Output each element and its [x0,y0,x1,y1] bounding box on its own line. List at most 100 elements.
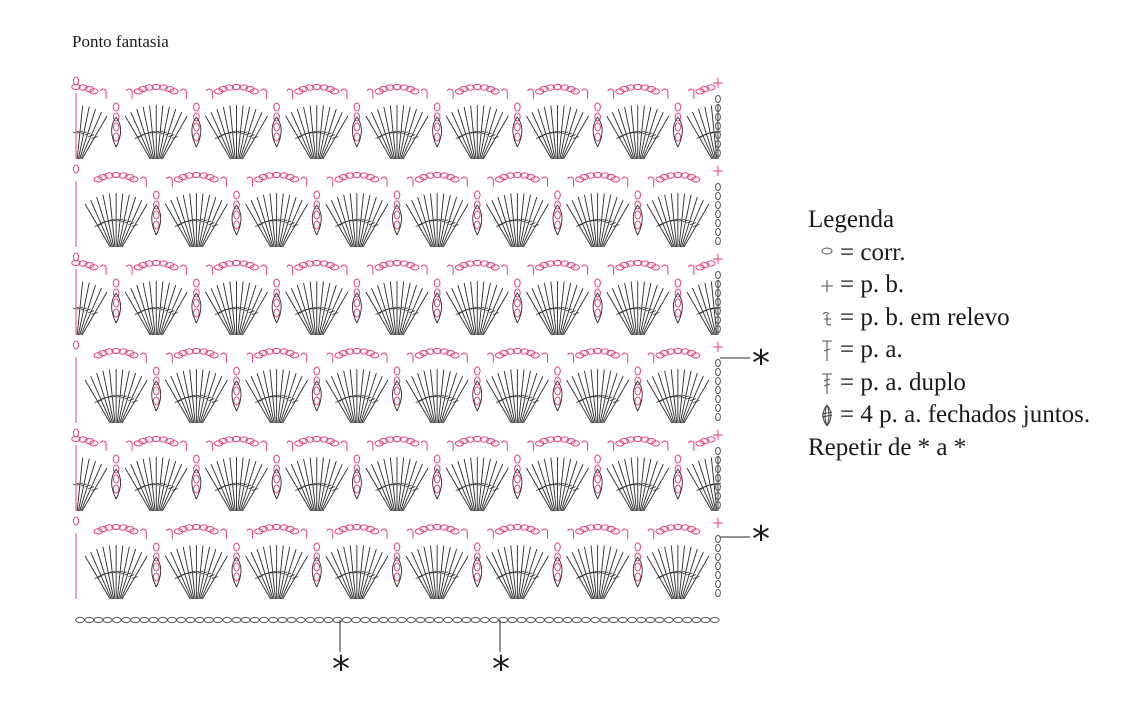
stitch-bar [649,310,657,313]
relief-stitch [366,440,374,451]
stitch-bar [682,571,689,575]
chain-stitch [715,376,721,386]
stitch-bar [288,574,295,577]
chain-stitch [353,298,361,308]
chain-stitch [353,122,361,132]
stitch-bar [433,218,441,222]
chain-stitch [341,616,352,624]
chain-stitch [249,616,260,624]
cluster-4dc-icon [816,401,838,429]
stitch-bar [160,307,168,311]
relief-stitch [286,440,294,451]
chain-stitch [273,112,280,122]
chain-stitch [233,542,240,552]
chain-stitch [554,542,561,552]
stitch-bar [485,308,492,312]
chain-stitch [245,85,255,93]
stitch-bar [288,398,295,401]
stitch-bar [565,308,573,312]
stitch-bar [368,222,376,225]
stitch-bar [452,400,459,403]
chain-stitch [405,437,416,445]
stitch-bar [558,306,565,310]
stitch-bar [569,310,576,313]
stitch-bar [120,219,128,223]
chain-stitch [554,562,561,572]
chain-stitch [470,616,481,624]
stitch-bar [168,310,175,313]
chain-stitch [294,88,304,95]
chain-stitch [112,474,120,484]
chain-stitch [585,348,596,355]
chain-stitch [152,396,160,406]
chain-stitch [507,616,518,624]
relief-stitch [220,528,227,539]
treble-crochet-icon [816,369,838,397]
stitch-bar [674,394,682,398]
chain-stitch [111,171,121,179]
chain-stitch [479,616,490,624]
chain-stitch [715,385,721,395]
chain-stitch [715,227,721,237]
chain-stitch [433,288,441,298]
cluster-stitch [111,116,122,148]
stitch-bar [646,132,653,136]
chain-stitch [405,261,416,269]
stitch-bar [361,395,368,399]
stitch-bar [489,310,496,313]
stitch-bar [288,222,295,225]
stitch-bar [433,570,441,574]
chain-stitch [233,190,240,200]
stitch-bar [445,220,452,224]
chain-stitch [325,261,335,269]
stitch-bar [134,136,141,139]
cluster-stitch [392,204,402,236]
chain-stitch [634,220,642,230]
chain-stitch [473,396,481,406]
relief-stitch [420,88,428,99]
chain-stitch [534,88,545,95]
chain-stitch [304,436,315,443]
legend-item: = p. b. [808,269,1090,302]
stitch-bar [466,307,473,311]
relief-stitch [205,264,213,275]
stitch-bar [335,224,342,227]
stitch-bar [386,483,393,487]
stitch-bar [335,576,342,579]
chain-stitch [112,288,120,298]
relief-stitch [647,352,655,363]
chain-stitch [594,278,601,288]
chain-stitch [112,102,120,112]
chain-stitch [313,376,321,386]
stitch-bar [244,308,252,312]
chain-stitch [359,348,369,355]
chain-stitch [164,261,175,269]
stitch-bar [602,395,609,399]
chain-stitch [715,358,721,368]
stitch-bar [328,310,336,313]
chain-stitch [151,259,161,267]
chain-stitch [512,171,523,179]
stitch-bar [474,482,481,486]
chain-stitch [264,524,275,531]
chain-stitch [273,122,280,132]
chain-stitch [304,260,315,267]
chain-stitch [353,132,361,142]
relief-stitch [500,440,508,451]
chain-stitch [286,616,297,624]
chain-stitch [273,464,280,474]
chain-stitch [494,352,505,359]
chain-stitch [534,264,545,271]
chain-stitch [353,288,361,298]
stitch-bar [372,224,379,227]
chain-stitch [452,616,463,624]
stitch-bar [514,394,521,398]
chain-stitch [715,218,721,228]
chain-stitch [473,210,481,220]
stitch-bar [208,398,215,401]
chain-stitch [393,366,401,376]
chain-stitch [238,436,249,443]
stitch-bar [174,400,181,403]
stitch-bar [510,570,517,574]
chain-stitch [439,524,449,531]
